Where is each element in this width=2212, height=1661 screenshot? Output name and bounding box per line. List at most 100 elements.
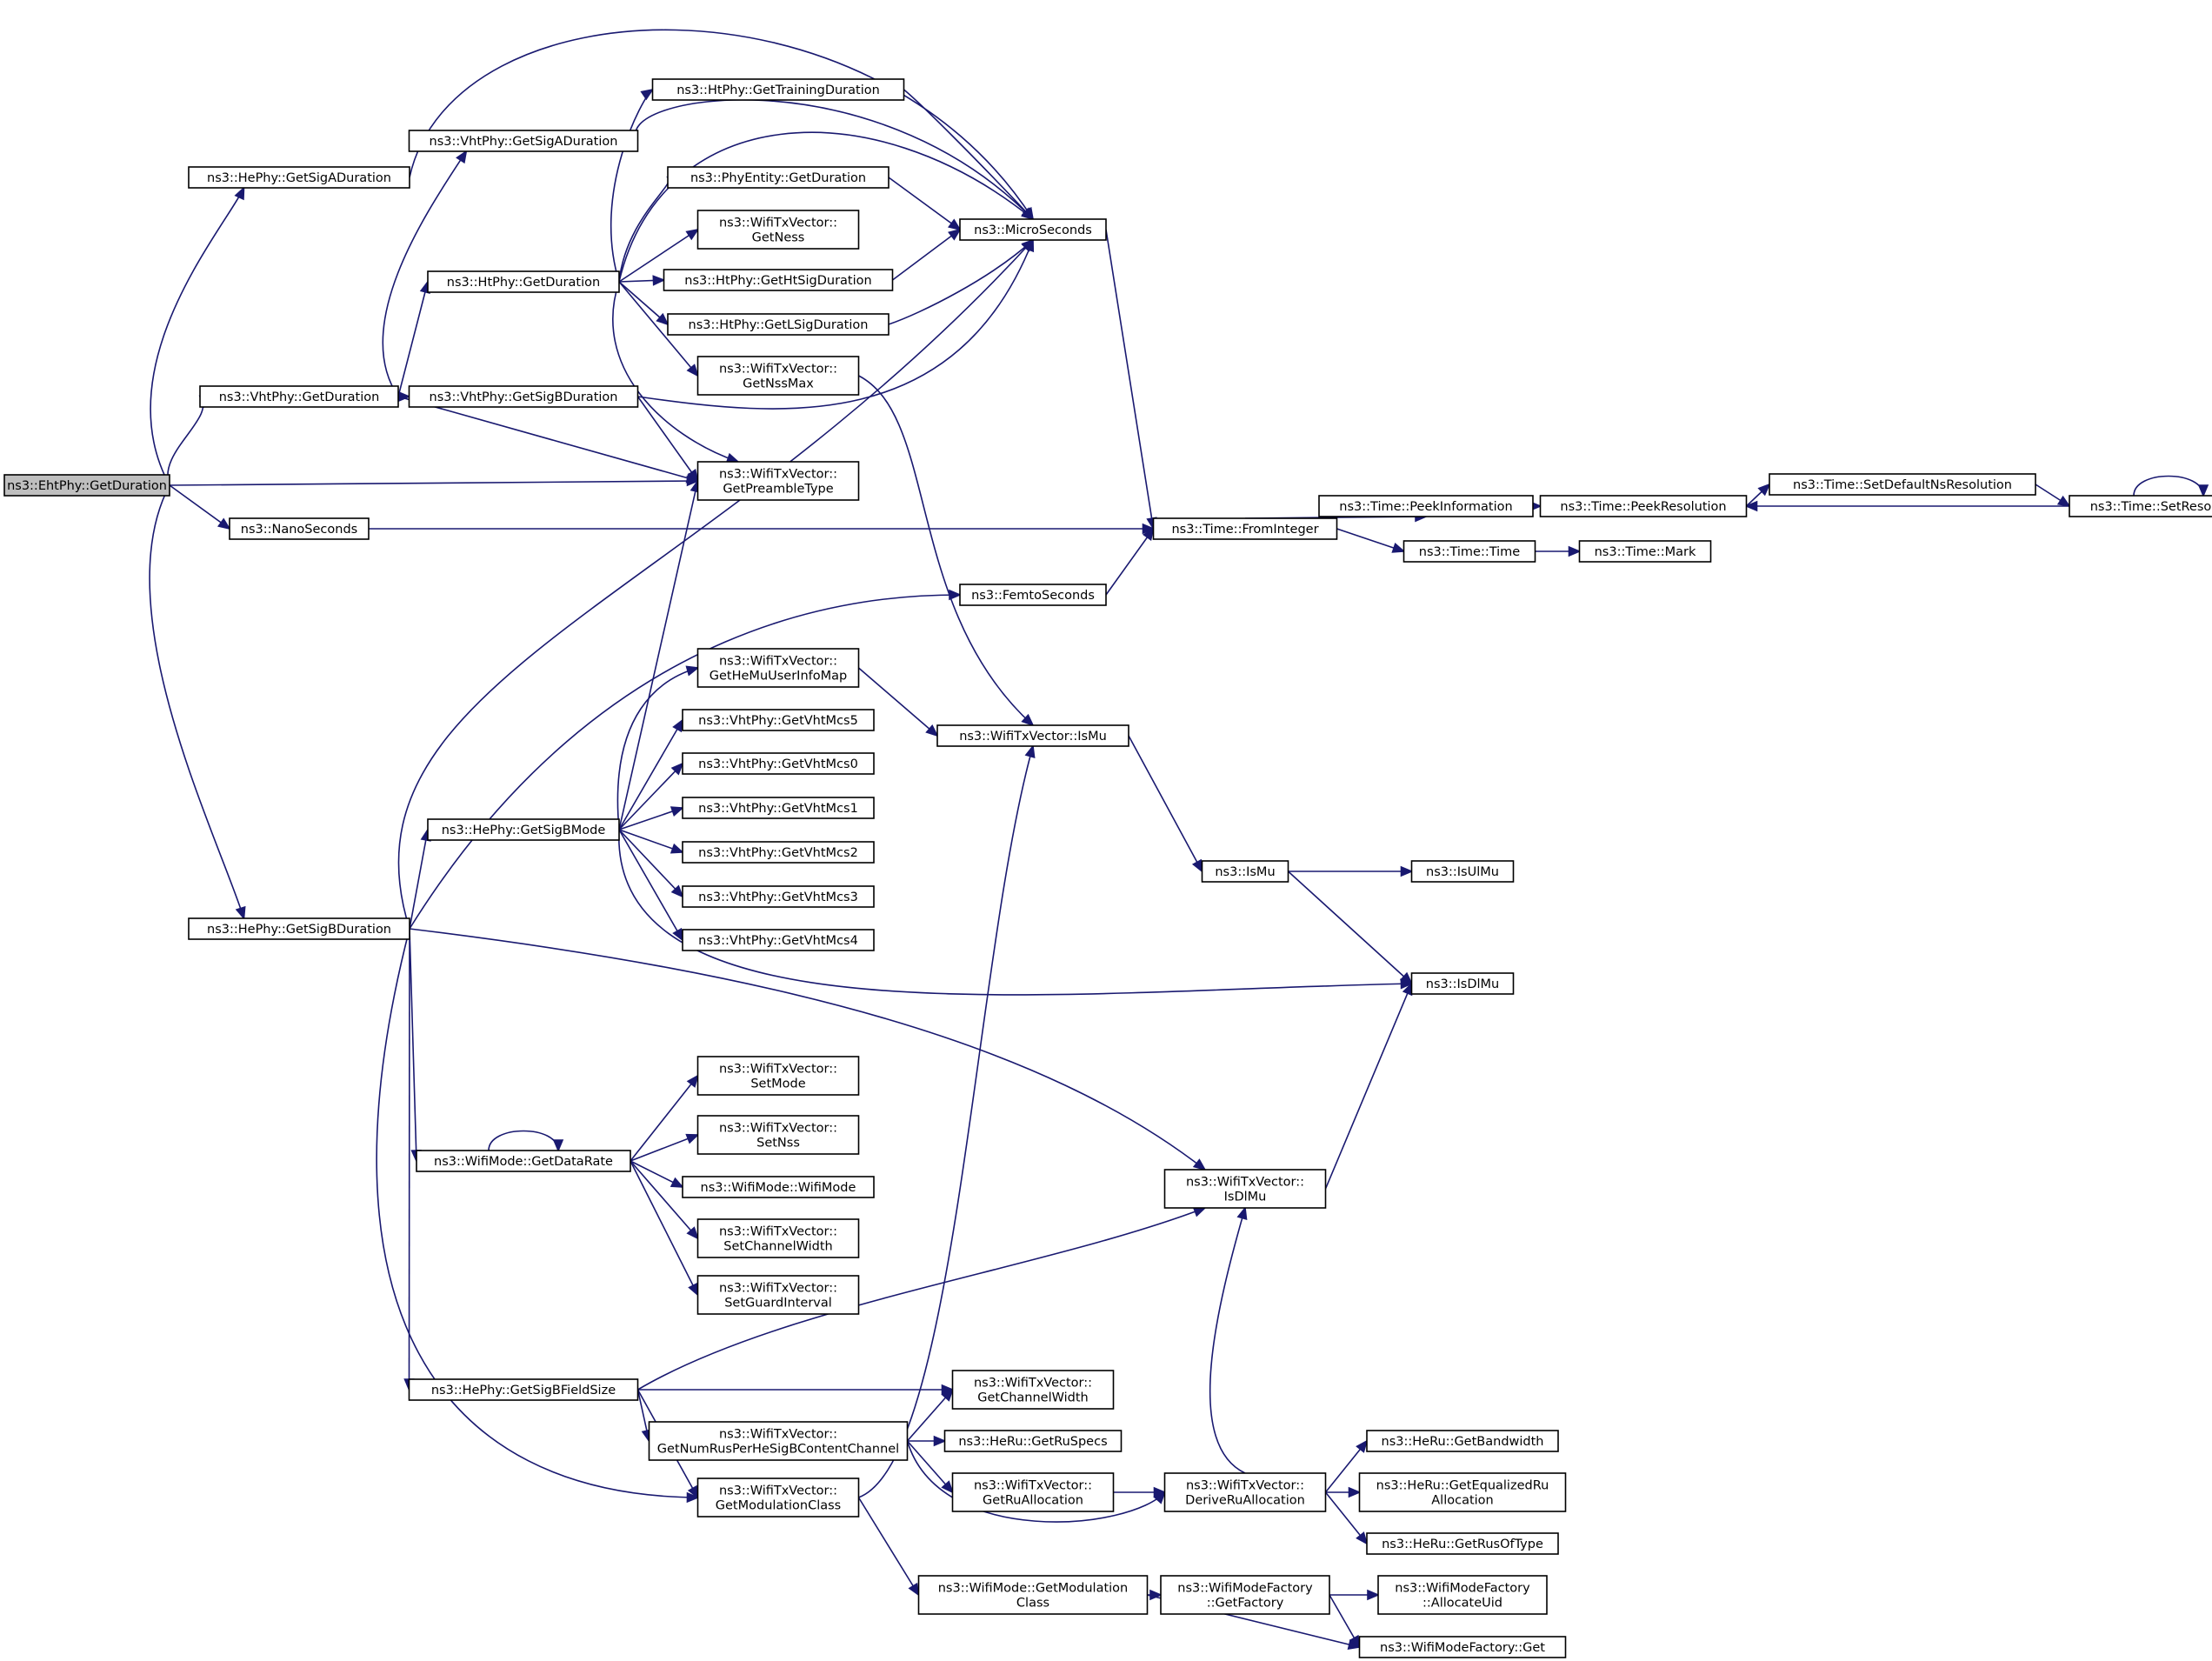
graph-node[interactable]: ns3::WifiTxVector::GetNssMax <box>696 356 860 396</box>
graph-node[interactable]: ns3::HePhy::GetSigBFieldSize <box>408 1378 639 1401</box>
node-box[interactable] <box>696 1478 860 1518</box>
graph-node[interactable]: ns3::HeRu::GetBandwidth <box>1366 1430 1559 1452</box>
node-box[interactable] <box>917 1575 1149 1615</box>
graph-node[interactable]: ns3::VhtPhy::GetDuration <box>199 385 399 408</box>
graph-node[interactable]: ns3::EhtPhy::GetDuration <box>3 474 170 497</box>
node-box[interactable] <box>667 166 889 189</box>
node-box[interactable] <box>959 584 1107 606</box>
node-box[interactable] <box>1366 1430 1559 1452</box>
node-box[interactable] <box>696 210 860 250</box>
node-box[interactable] <box>408 130 639 152</box>
graph-node[interactable]: ns3::HeRu::GetRusOfType <box>1366 1532 1559 1555</box>
graph-node[interactable]: ns3::Time::PeekInformation <box>1318 495 1534 517</box>
node-box[interactable] <box>696 1275 860 1315</box>
graph-node[interactable]: ns3::Time::FromInteger <box>1152 517 1338 540</box>
node-box[interactable] <box>682 841 875 864</box>
graph-node[interactable]: ns3::HtPhy::GetHtSigDuration <box>663 269 894 291</box>
node-box[interactable] <box>682 709 875 731</box>
graph-node[interactable]: ns3::VhtPhy::GetVhtMcs4 <box>682 929 875 951</box>
graph-node[interactable]: ns3::HeRu::GetRuSpecs <box>943 1430 1123 1452</box>
graph-node[interactable]: ns3::WifiTxVector::IsMu <box>936 724 1129 747</box>
node-box[interactable] <box>1318 495 1534 517</box>
graph-node[interactable]: ns3::WifiModeFactory::Get <box>1358 1636 1567 1658</box>
graph-node[interactable]: ns3::WifiTxVector::SetMode <box>696 1056 860 1096</box>
node-box[interactable] <box>1769 473 2036 496</box>
graph-node[interactable]: ns3::PhyEntity::GetDuration <box>667 166 889 189</box>
graph-node[interactable]: ns3::VhtPhy::GetVhtMcs2 <box>682 841 875 864</box>
graph-node[interactable]: ns3::WifiTxVector::GetNumRusPerHeSigBCon… <box>648 1421 909 1461</box>
node-box[interactable] <box>1539 495 1748 517</box>
node-box[interactable] <box>936 724 1129 747</box>
graph-node[interactable]: ns3::VhtPhy::GetVhtMcs0 <box>682 752 875 775</box>
graph-node[interactable]: ns3::WifiMode::GetDataRate <box>416 1150 631 1172</box>
node-box[interactable] <box>696 356 860 396</box>
graph-node[interactable]: ns3::HePhy::GetSigADuration <box>188 166 410 189</box>
graph-node[interactable]: ns3::VhtPhy::GetVhtMcs1 <box>682 797 875 819</box>
node-box[interactable] <box>427 270 620 293</box>
graph-node[interactable]: ns3::NanoSeconds <box>229 517 370 540</box>
node-box[interactable] <box>667 313 889 336</box>
graph-node[interactable]: ns3::VhtPhy::GetVhtMcs5 <box>682 709 875 731</box>
node-box[interactable] <box>1160 1575 1330 1615</box>
node-box[interactable] <box>416 1150 631 1172</box>
graph-node[interactable]: ns3::WifiTxVector::IsDlMu <box>1163 1169 1327 1209</box>
node-box[interactable] <box>1410 860 1515 883</box>
graph-node[interactable]: ns3::WifiTxVector::GetModulationClass <box>696 1478 860 1518</box>
node-box[interactable] <box>651 78 905 101</box>
node-box[interactable] <box>951 1472 1115 1512</box>
graph-node[interactable]: ns3::WifiTxVector::SetChannelWidth <box>696 1218 860 1258</box>
graph-node[interactable]: ns3::WifiModeFactory::GetFactory <box>1160 1575 1330 1615</box>
node-box[interactable] <box>696 461 860 501</box>
graph-node[interactable]: ns3::VhtPhy::GetVhtMcs3 <box>682 885 875 908</box>
graph-node[interactable]: ns3::HtPhy::GetLSigDuration <box>667 313 889 336</box>
node-box[interactable] <box>951 1370 1115 1410</box>
node-box[interactable] <box>1377 1575 1548 1615</box>
node-box[interactable] <box>188 917 410 940</box>
graph-node[interactable]: ns3::WifiTxVector::GetPreambleType <box>696 461 860 501</box>
graph-node[interactable]: ns3::WifiMode::WifiMode <box>682 1176 875 1198</box>
graph-node[interactable]: ns3::Time::Mark <box>1578 540 1712 563</box>
graph-node[interactable]: ns3::MicroSeconds <box>959 218 1107 241</box>
node-box[interactable] <box>1152 517 1338 540</box>
node-box[interactable] <box>199 385 399 408</box>
node-box[interactable] <box>188 166 410 189</box>
node-box[interactable] <box>1163 1472 1327 1512</box>
node-box[interactable] <box>682 929 875 951</box>
node-box[interactable] <box>696 1115 860 1155</box>
graph-node[interactable]: ns3::IsMu <box>1201 860 1289 883</box>
graph-node[interactable]: ns3::WifiTxVector::DeriveRuAllocation <box>1163 1472 1327 1512</box>
node-box[interactable] <box>1410 972 1515 995</box>
graph-node[interactable]: ns3::WifiTxVector::SetNss <box>696 1115 860 1155</box>
node-box[interactable] <box>1358 1636 1567 1658</box>
node-box[interactable] <box>943 1430 1123 1452</box>
graph-node[interactable]: ns3::VhtPhy::GetSigADuration <box>408 130 639 152</box>
node-box[interactable] <box>682 752 875 775</box>
node-box[interactable] <box>1358 1472 1567 1512</box>
graph-node[interactable]: ns3::VhtPhy::GetSigBDuration <box>408 385 639 408</box>
node-box[interactable] <box>1366 1532 1559 1555</box>
node-box[interactable] <box>408 385 639 408</box>
graph-node[interactable]: ns3::Time::SetResolution <box>2069 495 2212 517</box>
graph-node[interactable]: ns3::WifiModeFactory::AllocateUid <box>1377 1575 1548 1615</box>
node-box[interactable] <box>408 1378 639 1401</box>
node-box[interactable] <box>682 797 875 819</box>
node-box[interactable] <box>696 1056 860 1096</box>
node-box[interactable] <box>1578 540 1712 563</box>
graph-node[interactable]: ns3::FemtoSeconds <box>959 584 1107 606</box>
node-box[interactable] <box>663 269 894 291</box>
graph-node[interactable]: ns3::Time::SetDefaultNsResolution <box>1769 473 2036 496</box>
graph-node[interactable]: ns3::WifiTxVector::GetChannelWidth <box>951 1370 1115 1410</box>
graph-node[interactable]: ns3::HePhy::GetSigBMode <box>427 818 620 841</box>
graph-node[interactable]: ns3::WifiTxVector::GetNess <box>696 210 860 250</box>
root-node-box[interactable] <box>3 474 170 497</box>
node-box[interactable] <box>682 885 875 908</box>
node-box[interactable] <box>696 648 860 688</box>
graph-node[interactable]: ns3::Time::Time <box>1402 540 1536 563</box>
graph-node[interactable]: ns3::IsUlMu <box>1410 860 1515 883</box>
node-box[interactable] <box>1402 540 1536 563</box>
node-box[interactable] <box>229 517 370 540</box>
node-box[interactable] <box>682 1176 875 1198</box>
graph-node[interactable]: ns3::HtPhy::GetDuration <box>427 270 620 293</box>
node-box[interactable] <box>648 1421 909 1461</box>
